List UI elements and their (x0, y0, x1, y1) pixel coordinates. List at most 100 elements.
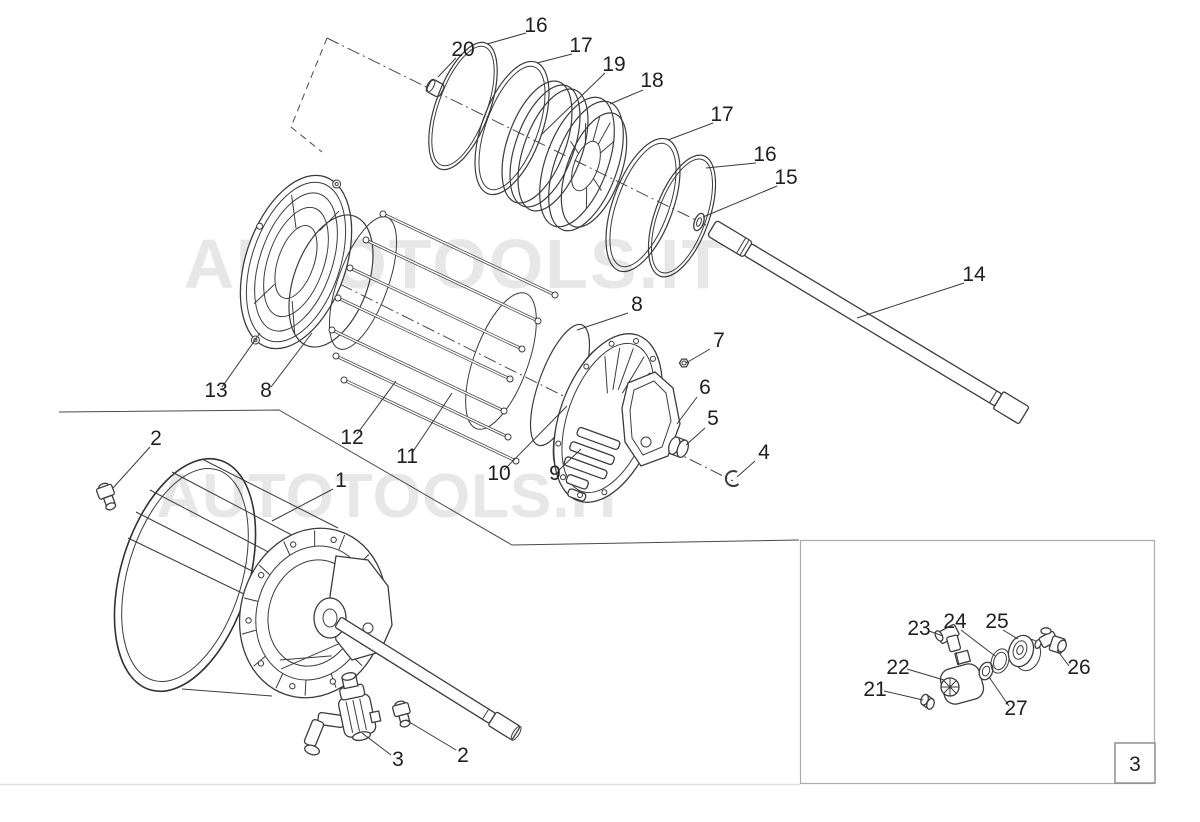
inset-connector-line (58, 409, 800, 546)
drum-surface-lines (127, 458, 339, 697)
callout-8-left: 8 (260, 332, 313, 402)
callout-label: 12 (340, 426, 363, 449)
part-11-12-rod-cage (328, 210, 559, 465)
part-5-cap (667, 436, 689, 458)
part-26-elbow-fitting (1034, 627, 1067, 654)
callout-label: 8 (631, 293, 643, 316)
callout-4: 4 (736, 441, 770, 478)
cage-rod-bolts (328, 210, 559, 465)
callout-17-top: 17 (536, 34, 593, 64)
callout-18: 18 (609, 69, 664, 105)
callout-label: 4 (758, 441, 770, 464)
part-17-ring-right (605, 137, 681, 273)
callout-16-top: 16 (486, 14, 548, 45)
part-3-valve (303, 672, 382, 756)
callout-label: 7 (713, 329, 725, 352)
page-number: 3 (1129, 753, 1141, 776)
part-15-washer (693, 212, 705, 232)
callout-label: 6 (699, 376, 711, 399)
part-22-valve-body (939, 649, 985, 705)
callout-20: 20 (437, 38, 475, 78)
callout-label: 23 (907, 617, 930, 640)
callout-10: 10 (487, 405, 568, 485)
callout-19: 19 (540, 53, 626, 136)
callout-3: 3 (361, 732, 404, 771)
callout-label: 17 (710, 103, 733, 126)
callout-16-right: 16 (705, 143, 777, 169)
page-number-box: 3 (1114, 742, 1156, 784)
callout-21: 21 (863, 678, 924, 701)
callout-17-right: 17 (667, 103, 734, 141)
callout-label: 10 (487, 462, 510, 485)
part-8-oring-left (288, 214, 374, 348)
callout-12: 12 (340, 380, 397, 449)
callout-6: 6 (676, 376, 711, 425)
callout-1: 1 (271, 469, 347, 522)
callout-25: 25 (985, 610, 1019, 640)
part-17-ring-left (474, 60, 550, 196)
callout-label: 2 (150, 427, 162, 450)
callout-label: 5 (707, 407, 719, 430)
callout-27: 27 (988, 676, 1028, 720)
callouts: 16 20 17 19 18 17 16 15 14 8 7 6 5 4 13 … (112, 14, 1091, 771)
callout-label: 27 (1004, 697, 1027, 720)
callout-23: 23 (907, 617, 944, 640)
phantom-outline (290, 37, 328, 153)
callout-2-bottom: 2 (405, 719, 469, 767)
drum-shaft (334, 617, 522, 741)
part-2-fitting-bottom (392, 700, 411, 728)
callout-9: 9 (549, 448, 582, 485)
axis-line-top (326, 37, 707, 226)
inset-detail-assembly (920, 624, 1067, 710)
callout-label: 8 (260, 379, 272, 402)
callout-label: 25 (985, 610, 1008, 633)
callout-24: 24 (943, 610, 996, 657)
part-21-plug (920, 693, 935, 710)
callout-label: 26 (1067, 656, 1090, 679)
callout-label: 1 (335, 469, 347, 492)
callout-label: 15 (774, 166, 797, 189)
part-9-end-plate (553, 333, 663, 503)
part-2-fitting-left (95, 482, 117, 511)
callout-14: 14 (856, 263, 986, 319)
callout-label: 21 (863, 678, 886, 701)
callout-label: 13 (204, 379, 227, 402)
callout-2-left: 2 (112, 427, 162, 489)
callout-11: 11 (396, 392, 453, 468)
callout-5: 5 (685, 407, 719, 446)
callout-label: 19 (602, 53, 625, 76)
cage-rods (331, 212, 556, 463)
callout-label: 2 (457, 744, 469, 767)
callout-label: 24 (943, 610, 967, 633)
callout-label: 20 (451, 38, 474, 61)
callout-label: 18 (640, 69, 663, 92)
callout-13: 13 (204, 332, 261, 402)
callout-7: 7 (685, 329, 725, 364)
callout-label: 22 (886, 656, 909, 679)
part-24-gasket (990, 648, 1010, 674)
callout-label: 3 (392, 748, 404, 771)
callout-22: 22 (886, 656, 945, 681)
part-27-washer (978, 661, 994, 681)
part-19-pulley-half-front (501, 80, 589, 212)
part-25-bearing-cup (1007, 634, 1042, 672)
part-20-pin (425, 78, 445, 98)
part-13-flange-disc (239, 174, 353, 350)
inset-box (799, 539, 1156, 785)
part-23-elbow-fitting (934, 624, 962, 666)
callout-label: 14 (962, 263, 986, 286)
part-16-ring-right (647, 154, 717, 278)
part-6-bracket (621, 371, 681, 467)
callout-label: 16 (753, 143, 776, 166)
part-1-drum-assembly (113, 457, 522, 741)
callout-26: 26 (1056, 649, 1091, 679)
callout-15: 15 (702, 166, 798, 218)
part-4-circlip (724, 470, 740, 487)
callout-label: 9 (549, 462, 561, 485)
callout-label: 11 (396, 445, 418, 468)
part-27-washer-hole (981, 665, 991, 677)
watermark-middle: AUTOTOOLS.IT (156, 462, 627, 531)
callout-label: 16 (524, 14, 547, 37)
